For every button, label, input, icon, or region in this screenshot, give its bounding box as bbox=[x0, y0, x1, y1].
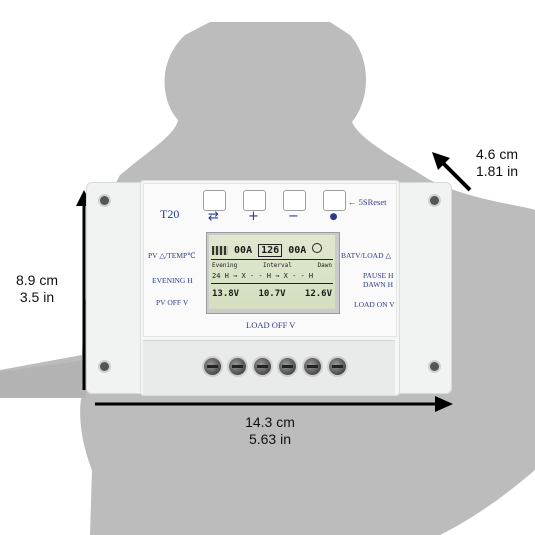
depth-cm: 4.6 cm bbox=[475, 146, 518, 162]
lcd-interval: Interval bbox=[262, 262, 292, 269]
key-light[interactable] bbox=[323, 190, 346, 211]
lcd-load-off-voltage: 10.7V bbox=[258, 289, 286, 299]
lcd-timing-row: 24 H ⇒ X - - H ⇒ X - - H bbox=[212, 272, 314, 280]
lcd-top-row: 00A 126 00A bbox=[212, 243, 332, 257]
arrows-swap-icon: ⇄ bbox=[208, 209, 219, 224]
terminal-screw bbox=[304, 358, 321, 375]
terminal-screw bbox=[329, 358, 346, 375]
lcd-divider bbox=[211, 259, 333, 260]
key-swap[interactable] bbox=[203, 190, 226, 211]
depth-in: 1.81 in bbox=[475, 163, 519, 179]
width-arrow bbox=[95, 396, 453, 412]
terminal-screw bbox=[279, 358, 296, 375]
lcd-evening: Evening bbox=[212, 262, 238, 269]
lcd-load-on-voltage: 12.6V bbox=[304, 289, 332, 299]
bulb-icon: ● bbox=[329, 212, 338, 222]
height-cm: 8.9 cm bbox=[15, 272, 58, 288]
pause-label: PAUSE H bbox=[363, 271, 394, 280]
width-in: 5.63 in bbox=[248, 431, 292, 447]
solar-charge-controller: T20 ⇄ + − ● ← 5SReset PV △/TEMP℃ EVENING… bbox=[86, 180, 452, 396]
load-on-label: LOAD ON V bbox=[354, 300, 395, 309]
lcd-battery-voltage: 126 bbox=[258, 244, 283, 257]
minus-icon: − bbox=[288, 209, 299, 224]
terminal-screw bbox=[254, 358, 271, 375]
height-in: 3.5 in bbox=[19, 289, 55, 305]
terminal-screw bbox=[204, 358, 221, 375]
model-label: T20 bbox=[160, 207, 180, 221]
lcd-display: 00A 126 00A Evening Interval Dawn 24 H ⇒… bbox=[209, 235, 335, 309]
evening-label: EVENING H bbox=[152, 276, 193, 285]
plus-icon: + bbox=[248, 209, 259, 224]
lcd-pv-off-voltage: 13.8V bbox=[212, 289, 240, 299]
key-plus[interactable] bbox=[243, 190, 266, 211]
mount-hole-bottom-right bbox=[430, 362, 439, 371]
lcd-header-row: Evening Interval Dawn bbox=[212, 262, 332, 269]
mount-hole-top-right bbox=[430, 196, 439, 205]
width-label: 14.3 cm 5.63 in bbox=[225, 414, 315, 448]
lcd-bottom-row: 13.8V 10.7V 12.6V bbox=[212, 289, 332, 299]
dawn-label: DAWN H bbox=[363, 280, 394, 289]
lcd-divider bbox=[211, 283, 333, 284]
pv-off-label: PV OFF V bbox=[156, 298, 189, 307]
lcd-load-current: 00A bbox=[288, 245, 307, 256]
depth-arrow bbox=[432, 152, 472, 192]
reset-label: ← 5SReset bbox=[348, 197, 387, 207]
load-off-label: LOAD OFF V bbox=[246, 320, 296, 330]
lcd-pv-current: 00A bbox=[234, 245, 253, 256]
batt-load-label: BATV/LOAD △ bbox=[341, 251, 392, 260]
terminal-screw bbox=[229, 358, 246, 375]
mount-hole-bottom-left bbox=[100, 362, 109, 371]
width-cm: 14.3 cm bbox=[245, 414, 295, 430]
key-minus[interactable] bbox=[283, 190, 306, 211]
mount-hole-top-left bbox=[100, 196, 109, 205]
height-label: 8.9 cm 3.5 in bbox=[0, 272, 74, 306]
lcd-bulb-icon bbox=[312, 243, 323, 253]
lcd-dawn: Dawn bbox=[317, 262, 332, 269]
pv-temp-label: PV △/TEMP℃ bbox=[148, 251, 196, 260]
solar-panel-icon bbox=[212, 245, 228, 255]
depth-label: 4.6 cm 1.81 in bbox=[462, 146, 532, 180]
